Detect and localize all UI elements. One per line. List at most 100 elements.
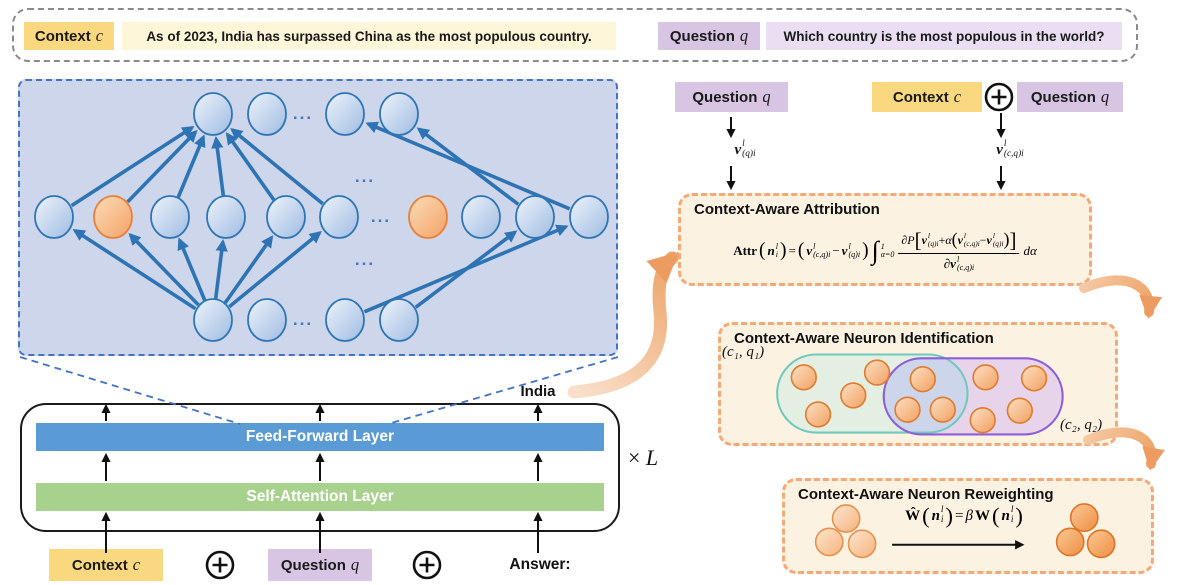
network-edge (414, 230, 518, 309)
output-token-india: India (520, 383, 556, 400)
self-attention-layer-bar: Self-Attention Layer (36, 483, 604, 511)
ffn-zoom-panel: ............... (18, 79, 618, 356)
neuron-venn-diagram (776, 353, 1064, 436)
identified-neuron (969, 406, 996, 434)
neuron-node (150, 195, 190, 239)
question-sentence: Which country is the most populous in th… (766, 22, 1122, 50)
paren: ( (951, 229, 958, 250)
network-edge (128, 232, 200, 307)
neuron-node (319, 195, 359, 239)
partial-p: ∂P (901, 232, 915, 247)
paren: ( (759, 240, 766, 262)
identified-neuron (929, 396, 956, 423)
neuron-network-diagram: ............... (34, 92, 609, 342)
context-sentence: As of 2023, India has surpassed China as… (122, 22, 616, 50)
paren: ) (1003, 229, 1010, 250)
context-box-right: Context c (872, 82, 982, 112)
neuron-clusters (814, 503, 1116, 559)
times-sign: × (628, 445, 641, 470)
paren: ) (780, 240, 787, 262)
identified-neuron (972, 364, 999, 391)
identification-title: Context-Aware Neuron Identification (734, 330, 994, 347)
set1-label: (c₁, q₁) (722, 344, 765, 360)
identified-neuron (1006, 397, 1034, 424)
context-neuron-node (93, 195, 133, 239)
example-banner (12, 8, 1138, 62)
venn-right-border (882, 357, 1064, 436)
context-aware-neuron-identification-box: Context-Aware Neuron Identification (718, 322, 1118, 446)
ellipsis: ... (355, 250, 375, 269)
neuron-before (831, 504, 861, 533)
minus: − (832, 243, 840, 258)
equals: = (955, 507, 964, 524)
question-input-variable: q (350, 555, 360, 574)
feed-forward-layer-bar: Feed-Forward Layer (36, 423, 604, 451)
identified-neuron (894, 396, 921, 423)
paren: ) (1015, 502, 1023, 528)
question-right-variable: q (1100, 87, 1110, 106)
attribution-title: Context-Aware Attribution (694, 201, 880, 218)
neuron-before (814, 527, 844, 557)
reweighting-title: Context-Aware Neuron Reweighting (798, 486, 1054, 503)
network-edge (416, 127, 520, 206)
minus: − (979, 232, 987, 247)
integral-upper: 1 (880, 241, 885, 251)
context-label: Context c (24, 22, 114, 50)
identified-neuron (790, 364, 817, 391)
context-label-text: Context (34, 27, 91, 45)
context-variable: c (95, 26, 104, 45)
neuron-node (325, 92, 365, 136)
network-edge (225, 132, 276, 201)
neuron-node (461, 195, 501, 239)
neuron-node (206, 195, 246, 239)
integral-sign: ∫ (871, 235, 879, 265)
question-label: Question q (658, 22, 760, 50)
network-edge (211, 135, 226, 197)
network-edge (70, 126, 195, 208)
alpha: α (945, 232, 952, 247)
paren: ( (991, 502, 1000, 528)
paren: ) (945, 502, 954, 528)
question-label-text: Question (669, 27, 735, 45)
context-neuron-node (408, 195, 448, 239)
question-box-right: Question q (1017, 82, 1123, 112)
neuron-node (193, 298, 233, 342)
context-right-text: Context (892, 88, 949, 106)
attr-fn: Attr (733, 243, 758, 258)
d-alpha: dα (1023, 243, 1037, 258)
paren: ) (862, 240, 869, 262)
neuron-after (1055, 527, 1085, 557)
ellipsis: ... (355, 167, 375, 186)
context-input-box: Context c (49, 549, 163, 581)
beta: β (965, 507, 973, 524)
identified-neuron (863, 359, 891, 386)
question-only-text: Question (692, 88, 758, 106)
w-hat: Ŵ (905, 507, 921, 524)
identified-neuron (1020, 365, 1048, 392)
neuron-after (1086, 529, 1116, 559)
network-edge (176, 134, 206, 199)
oplus-icon (984, 82, 1014, 112)
layers-variable: L (645, 445, 659, 470)
identified-neuron (804, 401, 832, 428)
ellipsis: ... (371, 207, 391, 226)
neuron-node (325, 298, 365, 342)
bracket: ] (1009, 227, 1017, 252)
question-variable: q (739, 26, 749, 45)
context-right-variable: c (953, 87, 962, 106)
question-input-box: Question q (268, 549, 372, 581)
question-input-text: Question (280, 556, 346, 574)
context-input-variable: c (132, 555, 141, 574)
